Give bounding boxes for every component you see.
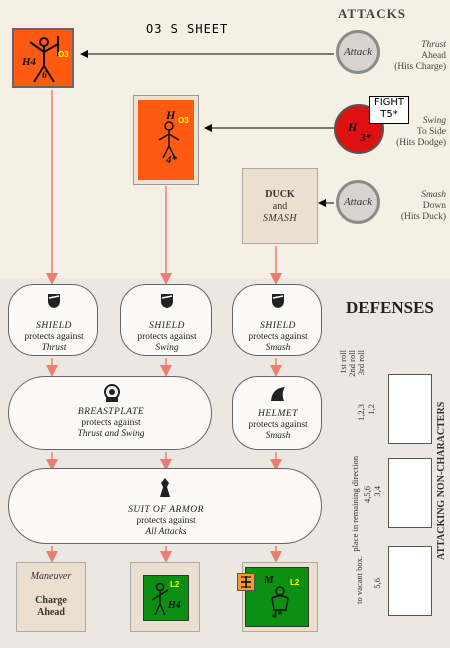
shield-name: SHIELD: [149, 321, 185, 331]
shield-icon: [272, 294, 284, 308]
defense-slot-right[interactable]: M L2 4*: [237, 562, 318, 632]
charge-maneuver-box[interactable]: Maneuver Charge Ahead: [16, 562, 86, 632]
thrust-label: Thrust: [421, 40, 446, 50]
breastplate-icon: [104, 384, 120, 402]
smash-hits: (Hits Duck): [400, 212, 446, 222]
character-counter-swing[interactable]: H O3 4*: [133, 95, 199, 185]
fight-label-line2: T5*: [380, 109, 398, 120]
row2-roll-b: 4,5,6: [362, 486, 372, 503]
counter-three: 3*: [360, 132, 371, 144]
armor-icon: [160, 478, 170, 497]
thrust-hits: (Hits Charge): [394, 62, 446, 72]
shield-protects: protects against: [248, 332, 308, 342]
defense-slot-middle[interactable]: L2 H4: [130, 562, 200, 632]
breastplate-against: Thrust and Swing: [77, 429, 145, 439]
smash-down: Down: [422, 201, 446, 211]
knight-figure-icon: [29, 36, 59, 83]
counter-h-letter: H: [348, 120, 358, 134]
breastplate-name: BREASTPLATE: [77, 407, 145, 417]
smash-label: Smash: [421, 190, 446, 200]
smash-label: SMASH: [262, 213, 298, 224]
shield-icon: [48, 294, 60, 308]
fight-label-line1: FIGHT: [373, 97, 405, 108]
non-character-box-1[interactable]: [388, 374, 432, 444]
non-character-box-2[interactable]: [388, 458, 432, 528]
duck-smash-maneuver[interactable]: DUCK and SMASH: [242, 168, 318, 244]
knight-figure-icon: [158, 121, 180, 159]
charge-label: Charge: [35, 595, 67, 606]
shield-name: SHIELD: [260, 321, 296, 331]
thrust-ahead: Ahead: [421, 51, 446, 61]
row2-roll: 3,4: [372, 486, 382, 497]
fight-label: FIGHT T5*: [369, 96, 409, 124]
helmet-icon: [271, 387, 285, 401]
attack-thrust-button[interactable]: Attack: [336, 30, 380, 74]
roll-label-3: 3rd roll: [356, 350, 366, 376]
helmet-against: Smash: [265, 431, 291, 441]
counter-code: L2: [170, 580, 180, 589]
shield-protects: protects against: [24, 332, 84, 342]
counter-h: H4: [168, 600, 181, 611]
breastplate-card[interactable]: BREASTPLATE protects against Thrust and …: [8, 376, 212, 450]
row1-roll-b: 1,2,3: [356, 404, 366, 421]
helmet-name: HELMET: [258, 409, 298, 419]
sheet-title: O3 S SHEET: [146, 22, 229, 36]
duck-label: DUCK: [265, 189, 295, 200]
row2-instruction: place in remaining direction: [350, 456, 360, 552]
knight-figure-icon: [151, 582, 169, 616]
suit-against: All Attacks: [145, 527, 187, 537]
character-counter-thrust[interactable]: O3 H4 6: [12, 28, 74, 88]
helmet-card[interactable]: HELMET protects against Smash: [232, 376, 322, 450]
character-counter-defense[interactable]: L2 H4: [143, 575, 189, 621]
crosshair-icon: [241, 576, 251, 588]
monster-counter[interactable]: M L2 4*: [245, 567, 309, 627]
counter-four: 4*: [166, 154, 177, 166]
helmet-protects: protects against: [248, 420, 308, 430]
shield-against: Thrust: [41, 343, 67, 353]
attack-swing-desc: Swing To Side (Hits Dodge): [384, 116, 446, 149]
swing-label: Swing: [422, 116, 446, 126]
suit-protects: protects against: [136, 516, 196, 526]
row3-roll: 5,6: [372, 578, 382, 589]
counter-six: 6: [42, 70, 47, 81]
non-character-box-3[interactable]: [388, 546, 432, 616]
shield-against: Swing: [155, 343, 179, 353]
row3-instruction: to vacant box.: [354, 556, 364, 604]
shield-smash-card[interactable]: SHIELD protects against Smash: [232, 284, 322, 356]
defenses-heading: DEFENSES: [346, 298, 434, 317]
suit-name: SUIT OF ARMOR: [128, 505, 204, 515]
and-label: and: [272, 201, 288, 212]
suit-of-armor-card[interactable]: SUIT OF ARMOR protects against All Attac…: [8, 468, 322, 544]
counter-code: L2: [290, 578, 300, 587]
shield-against: Smash: [265, 343, 291, 353]
roll-labels: 1st roll 2nd roll 3rd roll: [338, 350, 366, 390]
selection-marker[interactable]: [237, 573, 255, 591]
shield-swing-card[interactable]: SHIELD protects against Swing: [120, 284, 212, 356]
counter-h: H: [166, 108, 176, 122]
row1-roll: 1,2: [366, 404, 376, 415]
counter-code: O3: [178, 116, 189, 125]
attack-smash-button[interactable]: Attack: [336, 180, 380, 224]
shield-icon: [161, 294, 173, 308]
swing-side: To Side: [416, 127, 446, 137]
counter-h: H4: [22, 56, 37, 68]
maneuver-title: Maneuver: [30, 571, 72, 582]
attacks-heading: ATTACKS: [338, 6, 406, 21]
shield-name: SHIELD: [36, 321, 72, 331]
attacking-non-characters-heading: ATTACKING NON-CHARACTERS: [436, 401, 447, 560]
attack-smash-desc: Smash Down (Hits Duck): [384, 190, 446, 223]
breastplate-protects: protects against: [81, 418, 141, 428]
counter-m: M: [264, 574, 274, 586]
shield-protects: protects against: [137, 332, 197, 342]
attack-thrust-desc: Thrust Ahead (Hits Charge): [384, 40, 446, 73]
shield-thrust-card[interactable]: SHIELD protects against Thrust: [8, 284, 98, 356]
counter-code: O3: [58, 50, 69, 59]
monster-figure-icon: [271, 586, 289, 611]
counter-four: 4*: [272, 610, 282, 621]
ahead-label: Ahead: [37, 607, 65, 618]
swing-hits: (Hits Dodge): [396, 138, 446, 148]
